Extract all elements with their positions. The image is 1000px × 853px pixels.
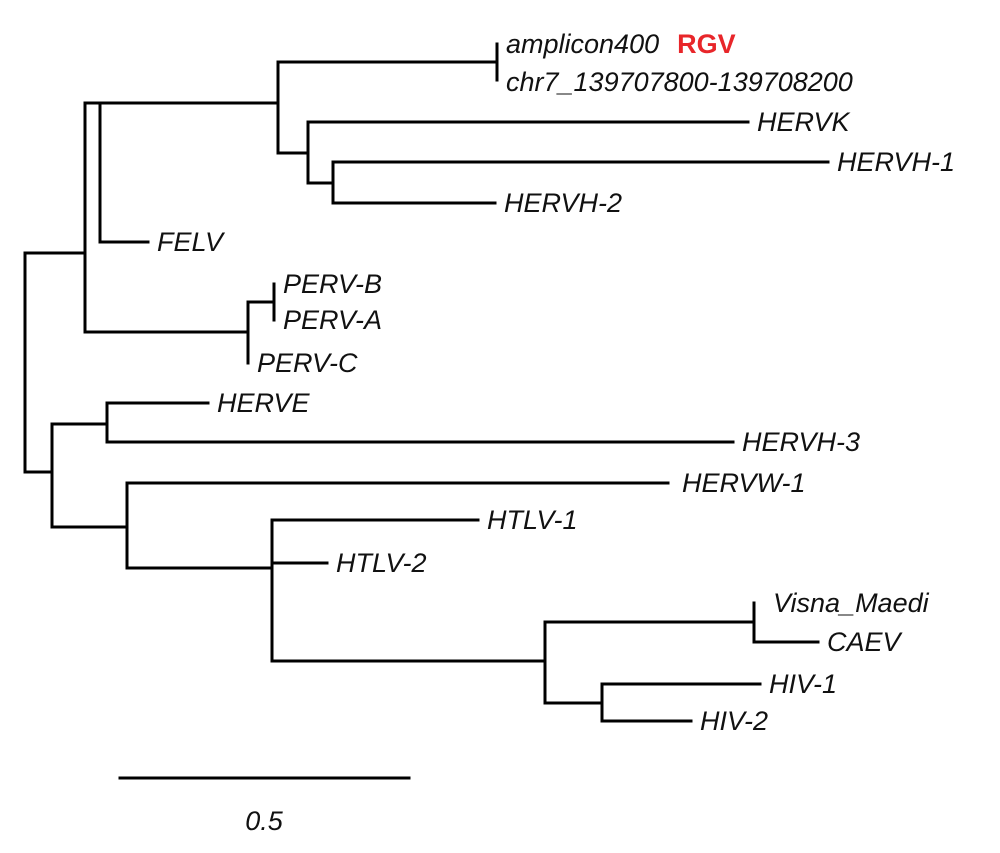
leaf-label-perv-a: PERV-A xyxy=(283,305,382,335)
leaf-label-hervh2: HERVH-2 xyxy=(504,188,622,218)
leaf-label-hiv1: HIV-1 xyxy=(769,669,837,699)
leaf-label-hervk: HERVK xyxy=(757,107,851,137)
leaf-label-htlv2: HTLV-2 xyxy=(336,548,427,578)
leaf-label-perv-c: PERV-C xyxy=(257,348,358,378)
highlight-badge-rgv: RGV xyxy=(677,29,736,59)
leaf-label-felv: FELV xyxy=(157,227,226,257)
scale-bar-label: 0.5 xyxy=(245,806,284,836)
tree-branches xyxy=(23,42,830,780)
leaf-label-visna-maedi: Visna_Maedi xyxy=(773,588,930,618)
leaf-label-hervh3: HERVH-3 xyxy=(742,427,860,457)
leaf-label-herve: HERVE xyxy=(217,388,311,418)
leaf-label-caev: CAEV xyxy=(827,627,904,657)
leaf-label-hervh1: HERVH-1 xyxy=(837,147,955,177)
leaf-label-hiv2: HIV-2 xyxy=(700,706,768,736)
leaf-label-chr7: chr7_139707800-139708200 xyxy=(506,67,853,97)
leaf-label-perv-b: PERV-B xyxy=(283,269,382,299)
leaf-label-hervw1: HERVW-1 xyxy=(682,468,806,498)
leaf-label-htlv1: HTLV-1 xyxy=(487,505,578,535)
